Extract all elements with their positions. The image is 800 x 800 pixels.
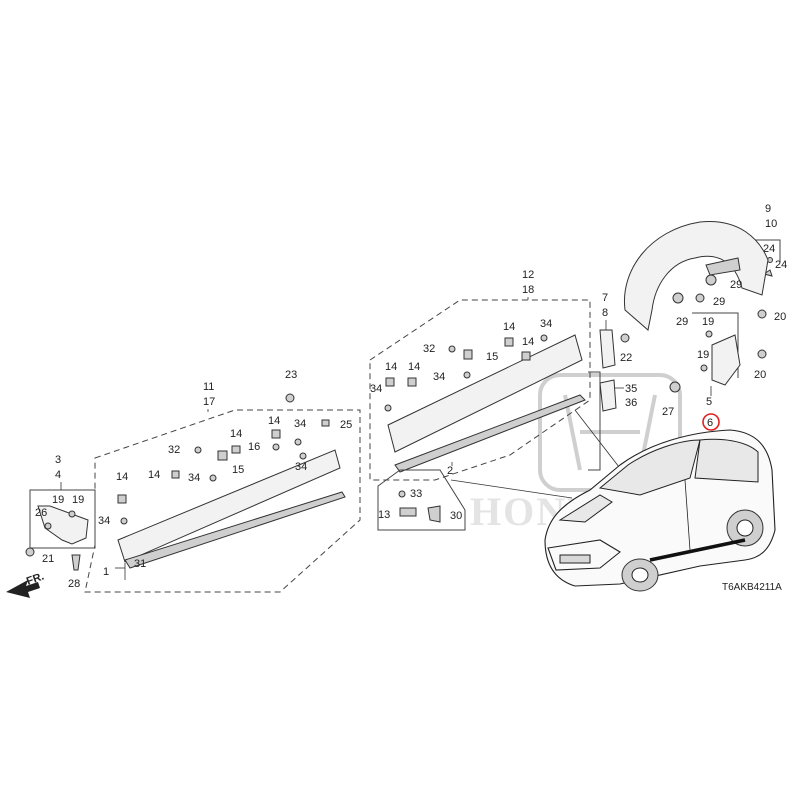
part-callout-25[interactable]: 25 xyxy=(340,419,352,431)
part-callout-29[interactable]: 29 xyxy=(730,279,742,291)
front-mudguard-part xyxy=(37,505,89,545)
part-callout-32[interactable]: 32 xyxy=(423,343,435,355)
part-callout-34[interactable]: 34 xyxy=(188,472,200,484)
part-callout-20[interactable]: 20 xyxy=(774,311,786,323)
highlight-circle-part-6[interactable] xyxy=(702,413,720,431)
part-callout-18[interactable]: 18 xyxy=(522,284,534,296)
callout-4: 4 xyxy=(55,469,61,481)
part-callout-14[interactable]: 14 xyxy=(268,415,280,427)
center-garnish-part xyxy=(387,334,583,453)
mudguard-rear-group: 7 8 22 35 36 xyxy=(588,292,637,471)
part-callout-19[interactable]: 19 xyxy=(52,494,64,506)
side-sill-garnish-right: 12 18 2 14 34 14 32 15 14 14 34 34 33 13… xyxy=(369,269,591,531)
part-callout-24[interactable]: 24 xyxy=(763,243,775,255)
part-callout-29[interactable]: 29 xyxy=(713,296,725,308)
part-callout-13[interactable]: 13 xyxy=(378,509,390,521)
part-callout-FR.[interactable]: FR. xyxy=(25,570,46,587)
part-callout-14[interactable]: 14 xyxy=(116,471,128,483)
mudguard-front-group: 3 4 19 19 26 21 28 FR. xyxy=(6,454,96,598)
part-callout-32[interactable]: 32 xyxy=(168,444,180,456)
part-callout-28[interactable]: 28 xyxy=(68,578,80,590)
part-callout-19[interactable]: 19 xyxy=(702,316,714,328)
part-callout-14[interactable]: 14 xyxy=(408,361,420,373)
part-callout-7[interactable]: 7 xyxy=(602,292,608,304)
part-callout-14[interactable]: 14 xyxy=(385,361,397,373)
part-callout-15[interactable]: 15 xyxy=(486,351,498,363)
part-callout-14[interactable]: 14 xyxy=(148,469,160,481)
rear-mudguard-part xyxy=(711,334,741,386)
part-callout-10[interactable]: 10 xyxy=(765,218,777,230)
part-callout-23[interactable]: 23 xyxy=(285,369,297,381)
part-callout-26[interactable]: 26 xyxy=(35,507,47,519)
callout-6: 6 xyxy=(707,417,713,429)
part-callout-34[interactable]: 34 xyxy=(370,383,382,395)
part-callout-29[interactable]: 29 xyxy=(676,316,688,328)
part-callout-34[interactable]: 34 xyxy=(294,418,306,430)
part-callout-19[interactable]: 19 xyxy=(697,349,709,361)
part-callout-14[interactable]: 14 xyxy=(230,428,242,440)
part-callout-17[interactable]: 17 xyxy=(203,396,215,408)
part-callout-16[interactable]: 16 xyxy=(248,441,260,453)
side-sill-garnish-left: 11 17 23 25 14 34 34 16 14 32 15 14 34 1… xyxy=(84,369,361,593)
part-callout-12[interactable]: 12 xyxy=(522,269,534,281)
part-callout-34[interactable]: 34 xyxy=(433,371,445,383)
part-callout-24[interactable]: 24 xyxy=(775,259,787,271)
part-callout-33[interactable]: 33 xyxy=(410,488,422,500)
part-callout-21[interactable]: 21 xyxy=(42,553,54,565)
part-callout-35[interactable]: 35 xyxy=(625,383,637,395)
callout-3: 3 xyxy=(55,454,61,466)
front-direction-arrow: FR. xyxy=(6,570,46,598)
part-callout-27[interactable]: 27 xyxy=(662,406,674,418)
part-callout-8[interactable]: 8 xyxy=(602,307,608,319)
part-callout-2[interactable]: 2 xyxy=(447,465,453,477)
part-callout-30[interactable]: 30 xyxy=(450,510,462,522)
part-callout-9[interactable]: 9 xyxy=(765,203,771,215)
part-callout-1[interactable]: 1 xyxy=(103,566,109,578)
part-callout-34[interactable]: 34 xyxy=(540,318,552,330)
part-callout-19[interactable]: 19 xyxy=(72,494,84,506)
part-callout-11[interactable]: 11 xyxy=(203,381,214,393)
part-callout-20[interactable]: 20 xyxy=(754,369,766,381)
part-callout-15[interactable]: 15 xyxy=(232,464,244,476)
diagram-code: T6AKB4211A xyxy=(722,582,782,593)
part-callout-14[interactable]: 14 xyxy=(522,336,534,348)
part-callout-5[interactable]: 5 xyxy=(706,396,712,408)
part-callout-31[interactable]: 31 xyxy=(134,558,146,570)
vehicle-illustration xyxy=(544,429,776,592)
inner-fender-part xyxy=(623,221,769,331)
rear-mudguard-group: 19 19 20 27 5 6 xyxy=(662,312,767,431)
inner-fender-group: 9 10 24 24 29 29 29 20 xyxy=(623,203,787,331)
part-callout-22[interactable]: 22 xyxy=(620,352,632,364)
part-callout-36[interactable]: 36 xyxy=(625,397,637,409)
part-callout-14[interactable]: 14 xyxy=(503,321,515,333)
side-sill-garnish-part xyxy=(117,449,341,563)
part-callout-34[interactable]: 34 xyxy=(98,515,110,527)
part-callout-34[interactable]: 34 xyxy=(295,461,307,473)
